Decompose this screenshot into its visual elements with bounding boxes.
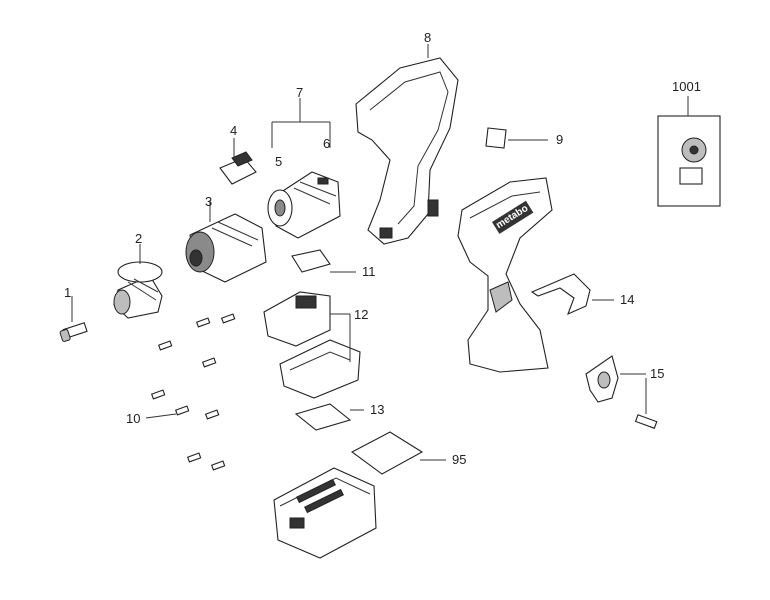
part-8-housing-left <box>355 44 459 245</box>
battery-pack <box>273 467 377 559</box>
callout-11: 11 <box>362 264 376 279</box>
callout-95: 95 <box>452 452 467 467</box>
callout-1: 1 <box>64 285 72 300</box>
callout-12: 12 <box>354 307 369 322</box>
callout-14: 14 <box>620 292 635 307</box>
part-95-cover <box>350 431 446 475</box>
callout-4: 4 <box>230 123 238 138</box>
part-10-screws <box>145 313 236 471</box>
callout-6: 6 <box>323 136 331 151</box>
part-7-motor-group <box>271 98 331 148</box>
part-12-switch <box>263 291 361 399</box>
part-13-plate <box>294 403 364 431</box>
callout-15: 15 <box>650 366 665 381</box>
part-2-chuck <box>113 244 163 319</box>
part-3-gearbox <box>185 200 267 283</box>
callout-10: 10 <box>126 411 141 426</box>
part-5-6-motor <box>267 171 341 239</box>
callout-13: 13 <box>370 402 385 417</box>
callout-8: 8 <box>424 30 432 45</box>
part-4-slider <box>219 138 257 185</box>
part-14-clip <box>530 273 614 316</box>
callout-5: 5 <box>275 154 283 169</box>
callout-3: 3 <box>205 194 213 209</box>
callout-9: 9 <box>556 132 564 147</box>
callout-7: 7 <box>296 85 304 100</box>
callout-1001: 1001 <box>672 79 701 94</box>
part-1001-card <box>657 96 721 207</box>
part-15-hook <box>585 355 658 429</box>
part-9-label <box>485 127 548 149</box>
part-1-bolt <box>59 296 88 342</box>
housing-right <box>457 177 553 373</box>
callout-2: 2 <box>135 231 143 246</box>
part-11-cover <box>291 249 356 273</box>
